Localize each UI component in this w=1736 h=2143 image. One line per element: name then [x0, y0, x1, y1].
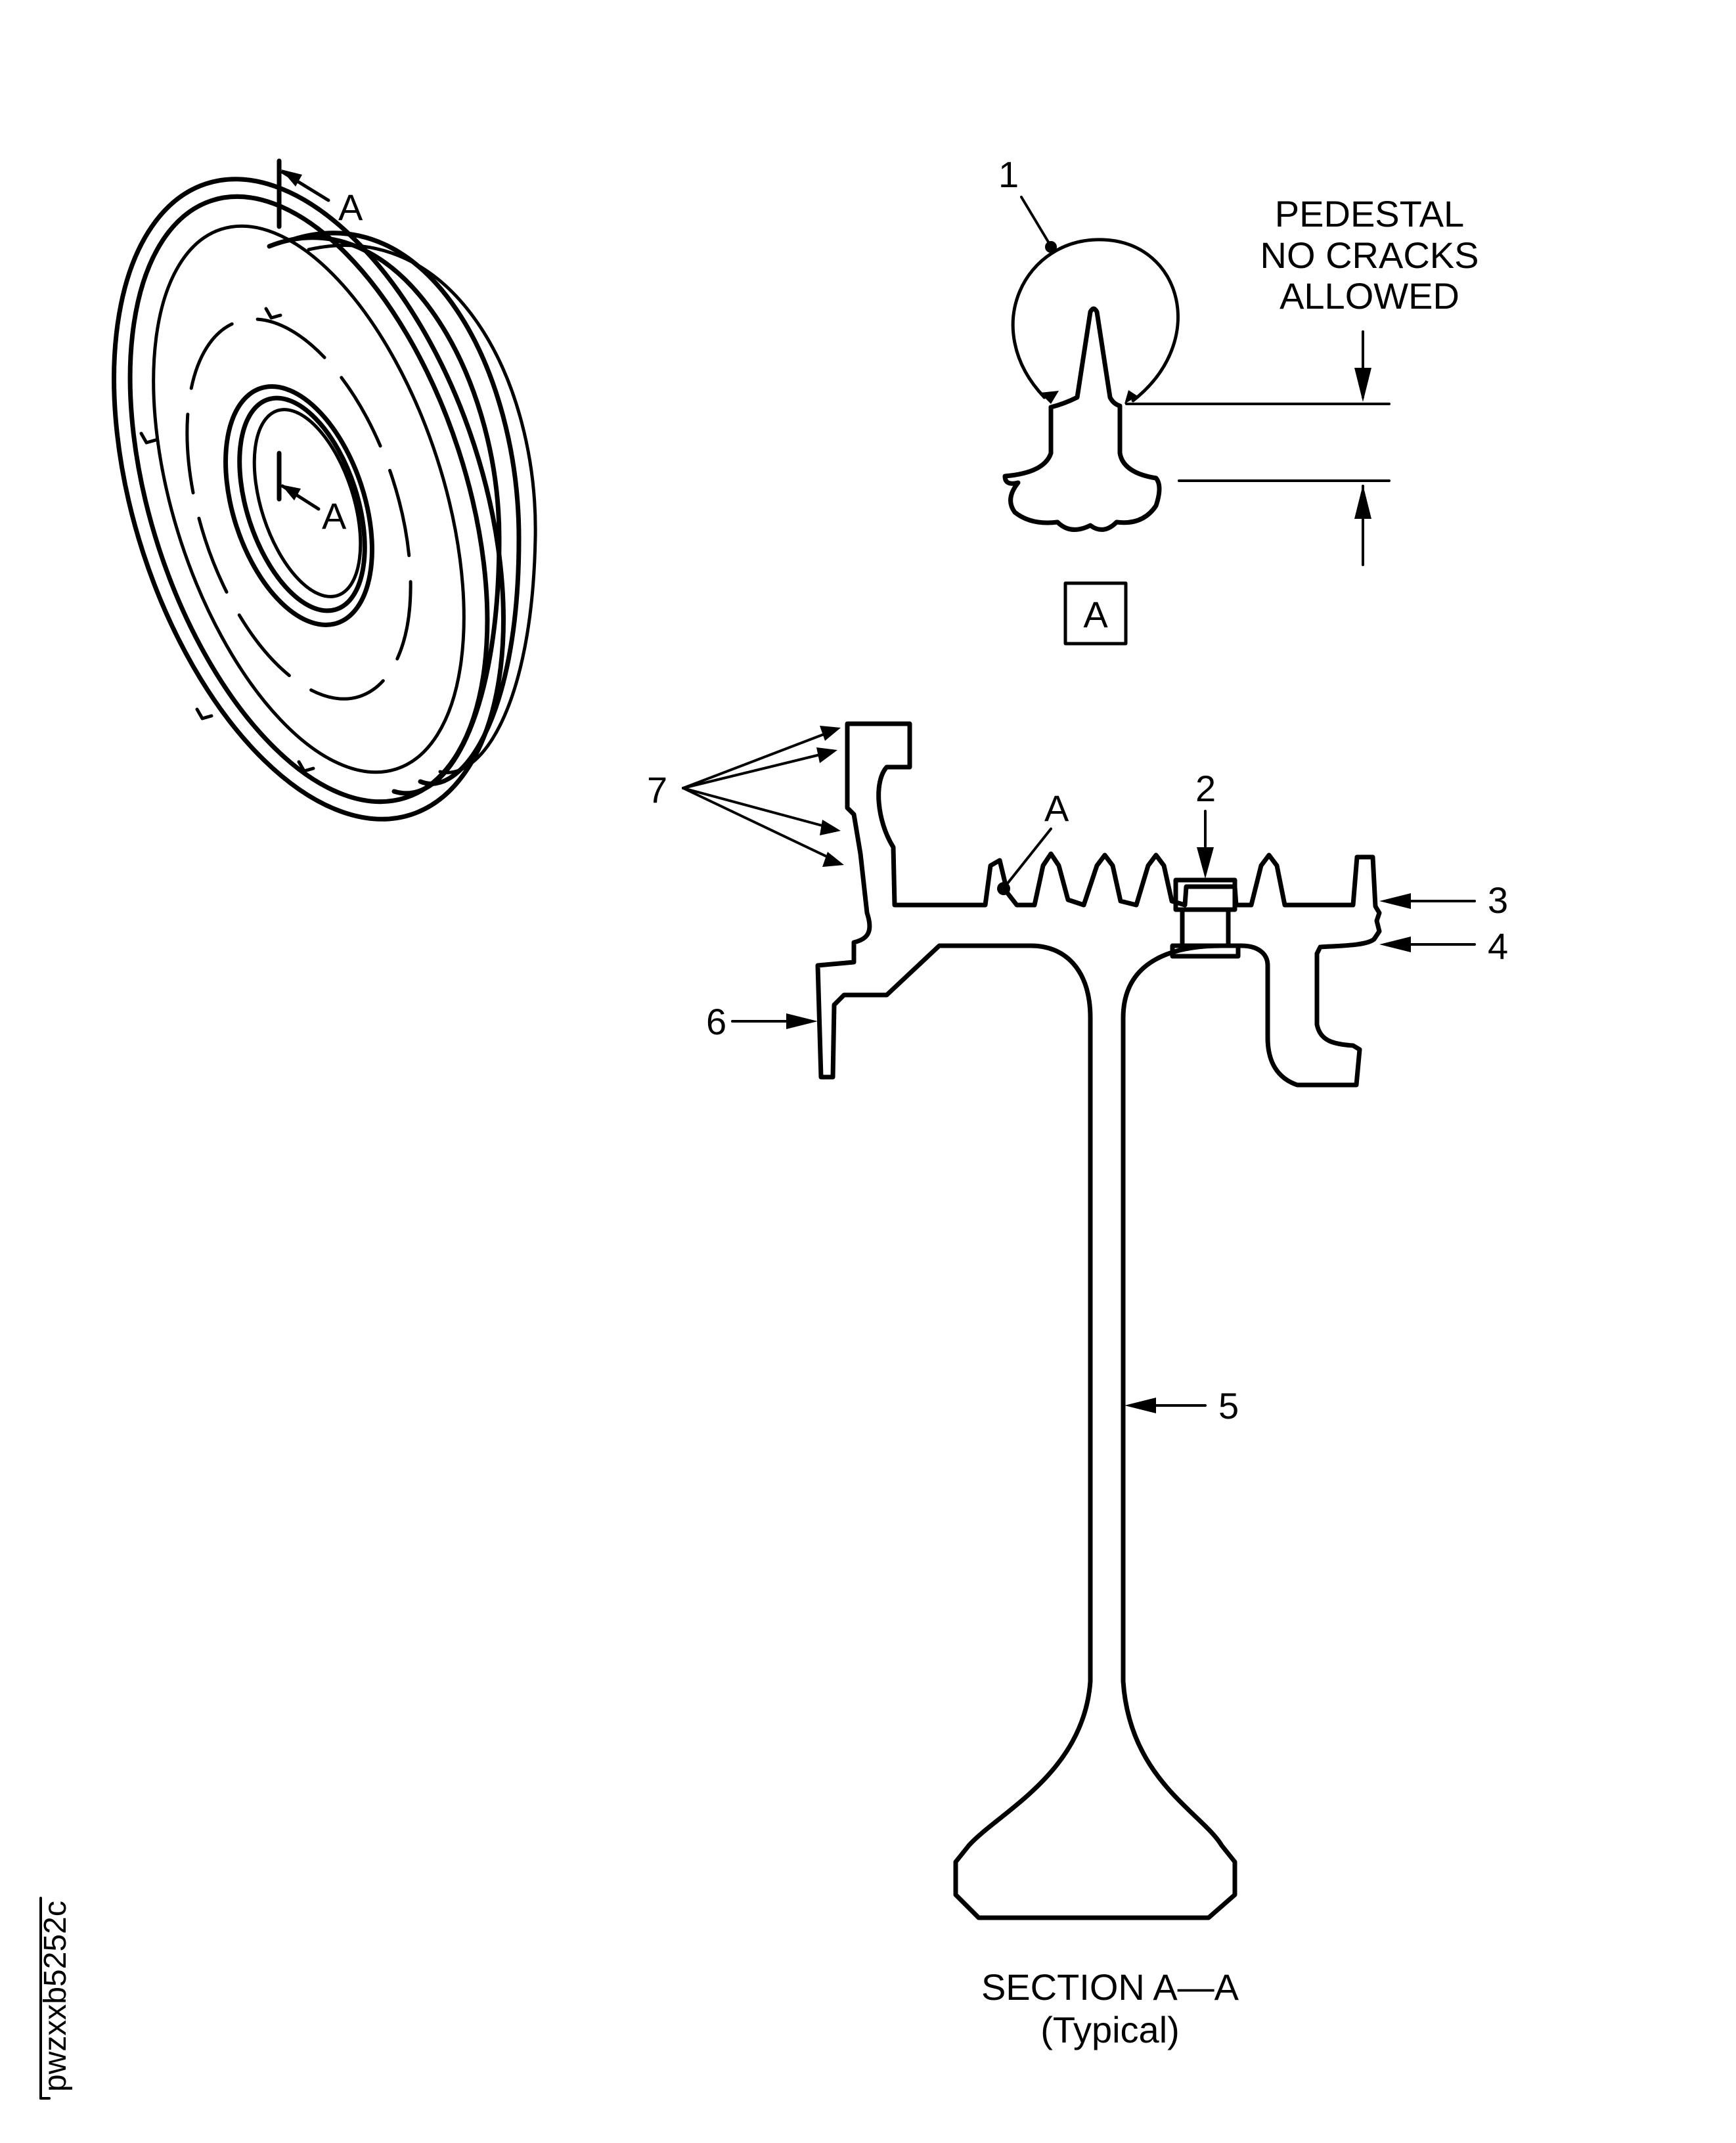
disk-bore-outer: [223, 384, 374, 627]
callout-4: 4: [1488, 925, 1508, 967]
callout-6: 6: [706, 1001, 726, 1042]
cut-mark-center-label: A: [322, 495, 347, 537]
disk-back-rim-edge: [307, 244, 537, 774]
note-line-1: PEDESTAL: [1275, 193, 1464, 234]
rim-slot-2: [139, 431, 158, 445]
section-body: [815, 721, 1382, 1920]
disk-web-ring: [185, 317, 412, 701]
dimension-arrow-down: [1354, 368, 1371, 402]
disk-rim-inner-edge: [127, 194, 490, 805]
section-detail-ref: A: [1044, 787, 1069, 829]
section-caption-subtitle: (Typical): [1040, 2009, 1180, 2050]
cut-mark-top-label: A: [338, 187, 363, 228]
disk-back-rim: [267, 235, 502, 796]
disk-rim-groove: [152, 224, 466, 774]
section-cut-mark-center: A: [277, 451, 347, 537]
figure-id-block: pwzxxb5252c: [38, 1897, 73, 2100]
callout-2: 2: [1195, 768, 1216, 809]
section-a-a-view: [815, 721, 1382, 1920]
rim-slot-3: [195, 707, 213, 720]
pedestal-profile: [1002, 306, 1162, 532]
figure-id: pwzxxb5252c: [38, 1901, 73, 2092]
detail-a-view: 1 PEDESTAL NO CRACKS ALLOWED A: [998, 154, 1479, 646]
disk-bore-inner: [237, 395, 367, 613]
detail-label: A: [1083, 594, 1108, 635]
note-line-3: ALLOWED: [1280, 275, 1459, 317]
section-caption-title: SECTION A—A: [981, 1966, 1239, 2008]
callout-1: 1: [998, 154, 1019, 195]
note-line-2: NO CRACKS: [1260, 234, 1479, 276]
section-cut-mark-top: A: [277, 158, 363, 229]
disk-bore-face: [252, 408, 363, 598]
callout-3: 3: [1488, 879, 1508, 921]
dimension-arrow-up: [1354, 485, 1371, 519]
pedestal-stem: [1180, 907, 1231, 948]
detail-circle: [1011, 238, 1180, 403]
detail-label-box: [1063, 581, 1128, 646]
pedestal-base: [1170, 943, 1241, 959]
disk-isometric-view: [112, 177, 537, 822]
callout-5: 5: [1218, 1385, 1239, 1426]
rim-slot-4: [297, 760, 315, 773]
section-callouts: 7 A 2 3 4 5 6: [647, 726, 1508, 1426]
disk-outer-rim: [112, 177, 506, 822]
rim-slot-1: [264, 307, 282, 320]
callout-7: 7: [647, 769, 667, 810]
disk-back-rim-outer: [290, 231, 522, 786]
